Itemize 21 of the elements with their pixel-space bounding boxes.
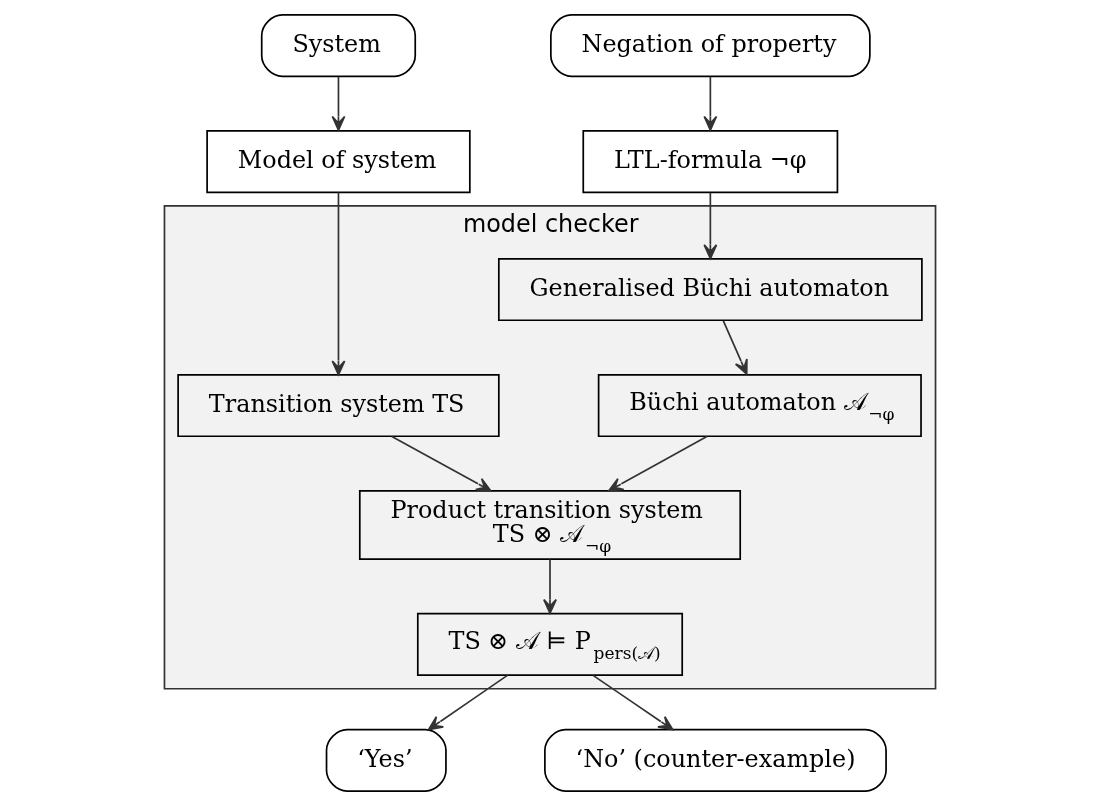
arrow [607,435,708,492]
arrow [702,192,717,260]
node-box: Model of system [205,130,471,194]
node-box: TS ⊗ 𝒜 ⊨ P$_{pers(𝒜)}$ [416,612,683,676]
arrow [330,191,345,376]
arrow [722,320,748,375]
node-box: Generalised Büchi automaton [497,258,923,322]
node-box: ‘No’ (counter-example) [543,728,887,792]
node-box: System [260,14,416,78]
node-box: LTL-formula ¬φ [581,130,838,194]
arrow [390,435,492,492]
node-box: Transition system TS [176,374,500,438]
node-box: Product transition system TS ⊗ 𝒜$_{¬φ}$ [358,490,741,560]
arrow [542,558,557,615]
node-box: ‘Yes’ [325,728,447,792]
node-box: Büchi automaton 𝒜$_{¬φ}$ [597,374,922,438]
arrow [591,674,673,731]
arrow [330,76,345,131]
node-box: Negation of property [549,14,871,78]
arrow [702,76,717,131]
arrow [427,674,508,731]
